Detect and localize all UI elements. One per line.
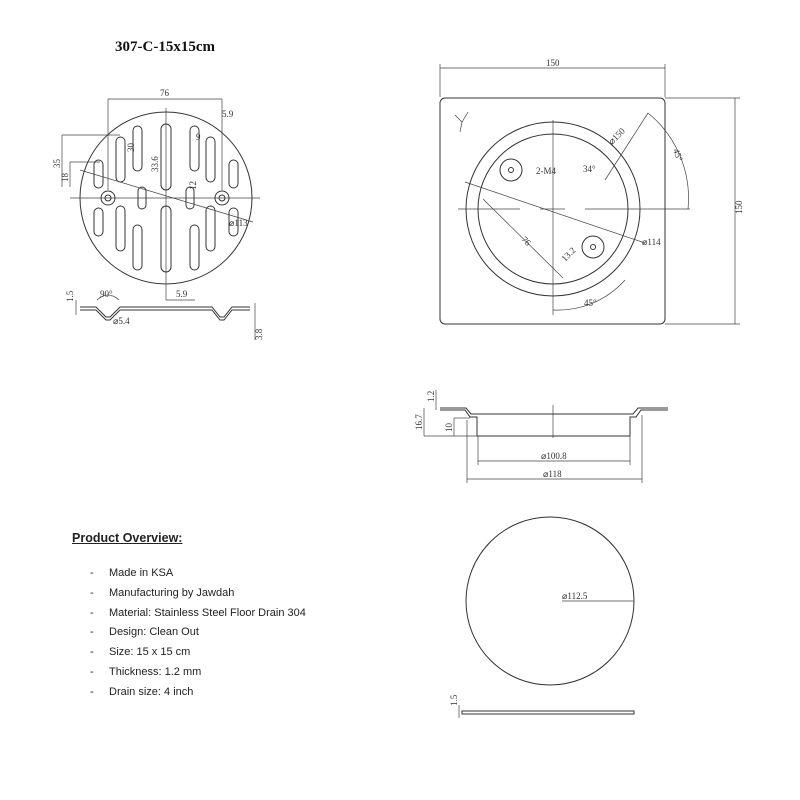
dim-label: 1.2	[426, 391, 436, 402]
item-text: Size: 15 x 15 cm	[109, 646, 191, 659]
dim-label: ⌀114	[642, 237, 661, 247]
item-text: Manufacturing by Jawdah	[109, 586, 235, 599]
dim-label: 34°	[583, 164, 596, 174]
dim-label: 45°	[584, 298, 597, 308]
dim-label: ⌀100.8	[541, 451, 567, 461]
list-item: - Material: Stainless Steel Floor Drain 3…	[72, 607, 306, 627]
dim-label: 10	[444, 423, 454, 433]
dim-label: 1.5	[65, 290, 75, 302]
product-title: 307-C-15x15cm	[115, 39, 215, 55]
dim-label: 5.9	[222, 109, 234, 119]
dim-label: ⌀112.5	[562, 591, 588, 601]
grate-top-view: 76 5.9 9 30 33.6 35 18 12 ⌀113 5.9	[52, 88, 260, 301]
dim-label: 16.7	[414, 414, 424, 430]
dim-label: 150	[546, 58, 560, 68]
square-frame	[439, 97, 666, 325]
list-item: - Thickness: 1.2 mm	[72, 666, 306, 686]
list-item: - Made in KSA	[72, 567, 306, 587]
dim-label: 35	[52, 159, 62, 169]
list-item: - Design: Clean Out	[72, 626, 306, 646]
bullet: -	[90, 646, 94, 659]
cover-plate-view: ⌀112.5 1.5	[449, 516, 635, 718]
screw-hole-left	[100, 190, 116, 206]
dim-label: 13.2	[559, 245, 577, 263]
drain-top-view: 150 150 ⌀150 34° 45° 2-M4 76 ⌀114 13.2 4…	[439, 58, 744, 325]
dim-label: 9	[196, 132, 201, 142]
dim-label: 90°	[100, 289, 113, 299]
dim-label: ⌀113	[229, 218, 248, 228]
dim-label: 33.6	[150, 156, 160, 172]
dim-label: ⌀150	[606, 126, 627, 147]
list-item: - Manufacturing by Jawdah	[72, 587, 306, 607]
bullet: -	[90, 606, 94, 619]
dim-label: 150	[734, 200, 744, 214]
dim-label: 76	[520, 234, 534, 248]
item-text: Thickness: 1.2 mm	[109, 665, 202, 678]
dim-label: 1.5	[449, 694, 459, 706]
bullet: -	[90, 665, 94, 678]
bullet: -	[90, 685, 94, 698]
dim-label: 45°	[671, 147, 685, 163]
drain-side-view: 1.2 16.7 10 ⌀100.8 ⌀118	[414, 390, 668, 483]
dim-label: 5.9	[176, 289, 188, 299]
item-text: Design: Clean Out	[109, 626, 199, 639]
dim-label: ⌀118	[543, 469, 562, 479]
overview-list: - Made in KSA - Manufacturing by Jawdah - M…	[72, 567, 306, 706]
dim-label: 76	[160, 88, 170, 98]
bullet: -	[90, 626, 94, 639]
logo-icon	[454, 111, 469, 133]
dim-label: 2-M4	[536, 166, 556, 176]
product-overview: Product Overview: - Made in KSA - Manufact…	[72, 531, 306, 706]
dim-label: 30	[126, 143, 136, 153]
dim-label: 3.8	[254, 328, 264, 340]
item-text: Drain size: 4 inch	[109, 685, 194, 698]
dim-label: 18	[60, 173, 70, 183]
grate-slots	[93, 123, 239, 273]
dim-label: ⌀5.4	[113, 316, 130, 326]
list-item: - Drain size: 4 inch	[72, 686, 306, 706]
dim-label: 12	[188, 181, 198, 190]
item-text: Material: Stainless Steel Floor Drain 30…	[109, 606, 306, 619]
list-item: - Size: 15 x 15 cm	[72, 646, 306, 666]
overview-heading: Product Overview:	[72, 531, 183, 545]
bullet: -	[90, 567, 94, 579]
bullet: -	[90, 586, 94, 599]
screw-hole-right	[214, 190, 230, 206]
item-text: Made in KSA	[109, 567, 174, 579]
grate-section-view: 1.5 90° ⌀5.4 3.8	[65, 289, 264, 340]
